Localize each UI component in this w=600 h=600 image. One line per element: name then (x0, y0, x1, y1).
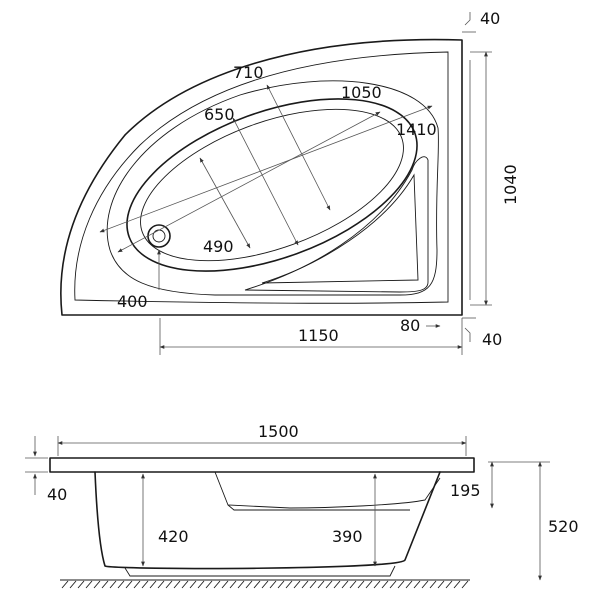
bath-oval-well-inner (140, 108, 404, 262)
bath-seat-inner (261, 173, 419, 284)
floor-hatch-stroke (269, 580, 277, 589)
floor-hatch-stroke (317, 580, 325, 589)
floor-hatch-stroke (165, 580, 173, 589)
floor-hatch-stroke (453, 580, 461, 589)
floor-hatch-stroke (429, 580, 437, 589)
floor-hatch-stroke (325, 580, 333, 589)
label-1410: 1410 (396, 120, 437, 139)
label-420: 420 (158, 527, 189, 546)
bath-seat-side (214, 471, 441, 509)
label-1040: 1040 (501, 164, 520, 205)
floor-hatch-stroke (157, 580, 165, 589)
label-40-top: 40 (480, 9, 500, 28)
floor-hatch-stroke (173, 580, 181, 589)
bath-body-side (94, 471, 441, 570)
dim-tick-40-top (464, 12, 471, 26)
dim-line-1050 (117, 111, 381, 253)
dim-line-650 (232, 117, 299, 246)
dim-line-710 (266, 84, 331, 211)
floor-hatch-stroke (349, 580, 357, 589)
floor-hatch-stroke (341, 580, 349, 589)
floor-hatch-stroke (149, 580, 157, 589)
floor-hatch-stroke (213, 580, 221, 589)
floor-hatch-stroke (109, 580, 117, 589)
floor-hatch-stroke (117, 580, 125, 589)
floor-hatch-stroke (197, 580, 205, 589)
floor-hatch-stroke (285, 580, 293, 589)
dim-line-1410 (99, 105, 433, 233)
dim-tick-40-bottom (464, 327, 471, 342)
floor-hatch-stroke (293, 580, 301, 589)
bath-rim-side (49, 457, 475, 473)
floor-hatch-stroke (245, 580, 253, 589)
top-view: 710 1050 650 1410 490 400 1150 80 40 40 … (60, 9, 520, 355)
floor-hatch-stroke (301, 580, 309, 589)
floor-hatch (61, 580, 469, 589)
label-400: 400 (117, 292, 148, 311)
floor-hatch-stroke (389, 580, 397, 589)
floor-hatch-stroke (85, 580, 93, 589)
label-80: 80 (400, 316, 420, 335)
floor-hatch-stroke (221, 580, 229, 589)
label-390: 390 (332, 527, 363, 546)
floor-hatch-stroke (437, 580, 445, 589)
floor-hatch-stroke (373, 580, 381, 589)
floor-hatch-stroke (205, 580, 213, 589)
floor-hatch-stroke (61, 580, 69, 589)
bath-base-side (124, 565, 396, 577)
label-1500: 1500 (258, 422, 299, 441)
floor-hatch-stroke (237, 580, 245, 589)
floor-hatch-stroke (189, 580, 197, 589)
floor-hatch-stroke (125, 580, 133, 589)
waste-outlet-inner (152, 229, 166, 243)
floor-hatch-stroke (133, 580, 141, 589)
label-1150: 1150 (298, 326, 339, 345)
label-490: 490 (203, 237, 234, 256)
floor-hatch-stroke (309, 580, 317, 589)
label-650: 650 (204, 105, 235, 124)
floor-hatch-stroke (253, 580, 261, 589)
floor-hatch-stroke (69, 580, 77, 589)
floor-hatch-stroke (333, 580, 341, 589)
floor-hatch-stroke (277, 580, 285, 589)
floor-hatch-stroke (93, 580, 101, 589)
side-view: 1500 40 195 420 390 520 (25, 422, 579, 589)
bath-seat-side-inner (227, 504, 410, 511)
floor-hatch-stroke (101, 580, 109, 589)
floor-hatch-stroke (181, 580, 189, 589)
floor-hatch-stroke (381, 580, 389, 589)
floor-hatch-stroke (445, 580, 453, 589)
waste-outlet (147, 224, 171, 248)
floor-hatch-stroke (365, 580, 373, 589)
floor-hatch-stroke (357, 580, 365, 589)
label-520: 520 (548, 517, 579, 536)
bath-oval-well (126, 98, 418, 272)
label-40-bottom: 40 (482, 330, 502, 349)
floor-hatch-stroke (413, 580, 421, 589)
floor-hatch-stroke (421, 580, 429, 589)
floor-hatch-stroke (261, 580, 269, 589)
label-1050: 1050 (341, 83, 382, 102)
floor-hatch-stroke (77, 580, 85, 589)
label-710: 710 (233, 63, 264, 82)
floor-hatch-stroke (229, 580, 237, 589)
label-195: 195 (450, 481, 481, 500)
floor-hatch-stroke (141, 580, 149, 589)
label-40-side: 40 (47, 485, 67, 504)
dim-line-490 (199, 157, 251, 249)
floor-hatch-stroke (405, 580, 413, 589)
floor-hatch-stroke (397, 580, 405, 589)
floor-hatch-stroke (461, 580, 469, 589)
